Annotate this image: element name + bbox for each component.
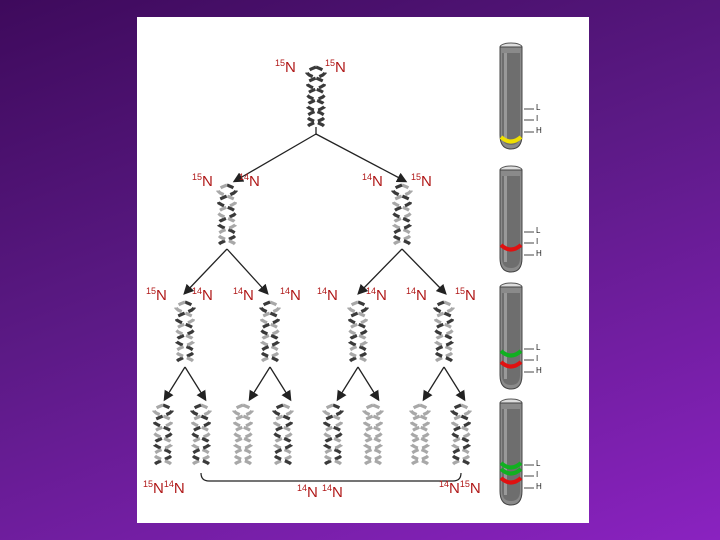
helix-gen1-a-strand-b <box>216 183 238 247</box>
tube-marker-light: L <box>536 103 541 112</box>
tube-marker-heavy: H <box>536 482 542 491</box>
label-gen2-3-right: 14N <box>366 286 387 304</box>
arrow-gen2-1-left <box>163 366 186 402</box>
helix-gen3-3-strand-b <box>232 403 254 468</box>
label-bottom-mid: 14N 14N <box>297 483 343 501</box>
figure-panel: 15N 15N 15N 14N 14N 15N 15N 14N 14N 14N … <box>137 17 589 523</box>
helix-gen3-3-strand-a <box>232 403 254 468</box>
arrow-gen1b-right <box>401 248 447 295</box>
tube-marker-intermediate: I <box>536 114 539 123</box>
label-gen2-2-right: 14N <box>280 286 301 304</box>
helix-gen2-1-strand-b <box>174 300 196 364</box>
arrow-gen2-3-right <box>357 366 380 402</box>
label-bottom-right: 14N15N <box>439 479 481 497</box>
helix-gen2-4-strand-b <box>433 300 455 364</box>
helix-gen3-2-strand-b <box>190 403 212 468</box>
label-gen0-left: 15N <box>275 58 296 76</box>
label-gen1a-right: 14N <box>239 172 260 190</box>
label-gen2-3-left: 14N <box>317 286 338 304</box>
helix-gen3-4-strand-b <box>272 403 294 468</box>
tube-marker-light: L <box>536 226 541 235</box>
label-gen2-4-right: 15N <box>455 286 476 304</box>
label-gen2-1-left: 15N <box>146 286 167 304</box>
helix-gen2-2-strand-a <box>259 300 281 364</box>
arrow-gen0-right <box>315 133 408 183</box>
label-bottom-left: 15N14N <box>143 479 185 497</box>
helix-gen2-2-strand-b <box>259 300 281 364</box>
helix-gen3-8-strand-a <box>450 403 472 468</box>
tube-graphic <box>499 398 534 506</box>
tube-marker-heavy: H <box>536 126 542 135</box>
tube-marker-intermediate: I <box>536 237 539 246</box>
helix-gen3-5-strand-b <box>322 403 344 468</box>
helix-gen3-8-strand-b <box>450 403 472 468</box>
helix-gen3-7-strand-b <box>409 403 431 468</box>
arrow-gen2-3-left <box>336 366 359 402</box>
helix-gen3-6-strand-a <box>362 403 384 468</box>
replication-diagram <box>152 65 472 482</box>
arrow-gen2-1-right <box>184 366 207 402</box>
helix-gen0-strand-b <box>305 65 327 129</box>
helix-gen1-a-strand-a <box>216 183 238 247</box>
bottom-bracket <box>200 472 462 482</box>
tube-graphic <box>499 165 534 273</box>
helix-gen2-4-strand-a <box>433 300 455 364</box>
tube-graphic <box>499 282 534 390</box>
arrow-gen2-4-right <box>443 366 466 402</box>
helix-gen3-4-strand-a <box>272 403 294 468</box>
label-gen2-1-right: 14N <box>192 286 213 304</box>
helix-gen1-b-strand-b <box>391 183 413 247</box>
helix-gen3-1-strand-a <box>152 403 174 468</box>
arrow-gen1a-left <box>183 248 228 295</box>
label-gen1b-left: 14N <box>362 172 383 190</box>
helix-gen3-7-strand-a <box>409 403 431 468</box>
arrow-gen0-left <box>232 133 317 183</box>
label-gen0-right: 15N <box>325 58 346 76</box>
helix-gen3-5-strand-a <box>322 403 344 468</box>
helix-gen2-1-strand-a <box>174 300 196 364</box>
arrow-gen2-2-left <box>248 366 271 402</box>
label-gen1a-left: 15N <box>192 172 213 190</box>
helix-gen2-3-strand-a <box>347 300 369 364</box>
helix-gen1-b-strand-a <box>391 183 413 247</box>
tube-graphic <box>499 42 534 150</box>
tube-marker-intermediate: I <box>536 354 539 363</box>
helix-gen3-6-strand-b <box>362 403 384 468</box>
arrow-gen2-4-left <box>422 366 445 402</box>
label-gen1b-right: 15N <box>411 172 432 190</box>
arrow-gen1a-right <box>226 248 269 295</box>
tube-marker-light: L <box>536 343 541 352</box>
tube-marker-intermediate: I <box>536 470 539 479</box>
arrow-gen1b-left <box>357 248 403 295</box>
arrow-gen2-2-right <box>269 366 292 402</box>
tube-marker-heavy: H <box>536 249 542 258</box>
helix-gen2-3-strand-b <box>347 300 369 364</box>
helix-gen0-strand-a <box>305 65 327 129</box>
helix-gen3-2-strand-a <box>190 403 212 468</box>
label-gen2-2-left: 14N <box>233 286 254 304</box>
helix-gen3-1-strand-b <box>152 403 174 468</box>
tube-marker-light: L <box>536 459 541 468</box>
label-gen2-4-left: 14N <box>406 286 427 304</box>
tube-marker-heavy: H <box>536 366 542 375</box>
